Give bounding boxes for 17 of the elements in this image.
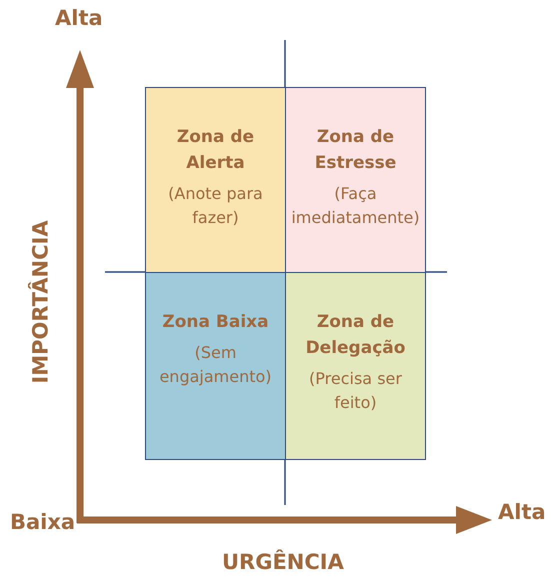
quadrant-description: (Precisa ser feito) xyxy=(308,368,403,414)
axis-end-label: Alta xyxy=(55,6,103,30)
quadrant-description: (Faça imediatamente) xyxy=(290,183,421,229)
axis-end-label: Baixa xyxy=(10,510,76,534)
quadrant-title: Zona de Delegação xyxy=(304,311,406,360)
quadrant-title: Zona de Alerta xyxy=(176,126,256,175)
quadrant-description: (Sem engajamento) xyxy=(158,342,273,388)
quadrant-description: (Anote para fazer) xyxy=(167,183,264,229)
quadrant-title: Zona de Estresse xyxy=(314,126,398,175)
axis-title: IMPORTÂNCIA xyxy=(28,220,52,384)
quadrant-box xyxy=(145,87,286,273)
axis-end-label: Alta xyxy=(498,500,546,524)
quadrant-box xyxy=(285,87,426,273)
axis-title: URGÊNCIA xyxy=(222,550,344,574)
quadrant-box xyxy=(285,272,426,460)
quadrant-title: Zona Baixa xyxy=(162,311,269,334)
quadrant-box xyxy=(145,272,286,460)
